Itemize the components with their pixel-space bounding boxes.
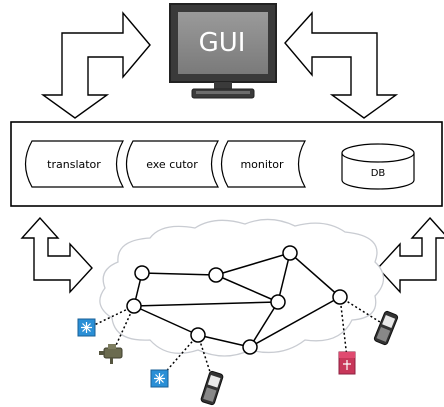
- translator-module: [24, 140, 125, 188]
- network-node: [208, 267, 224, 283]
- device-links: [87, 296, 381, 379]
- database-label: DB: [371, 168, 386, 179]
- left-top-double-arrow: [40, 11, 151, 119]
- camera-icon: [99, 344, 123, 364]
- monitor-icon: [169, 3, 277, 99]
- gui-label: GUI: [199, 28, 246, 58]
- network-switch-icon: [150, 369, 169, 388]
- mobile-phone-icon: [373, 310, 399, 346]
- router-icon: [338, 351, 356, 375]
- translator-label: translator: [47, 158, 101, 171]
- network-node: [332, 289, 348, 305]
- network-switch-icon: [77, 318, 96, 337]
- left-bottom-double-arrow: [20, 216, 93, 294]
- network-nodes: [126, 245, 348, 355]
- executor-label: exe cutor: [146, 158, 198, 171]
- right-bottom-double-arrow: [377, 216, 444, 294]
- network-node: [270, 294, 286, 310]
- network-node: [190, 327, 206, 343]
- network-node: [242, 339, 258, 355]
- mobile-phone-icon: [200, 370, 224, 406]
- network-node: [134, 265, 150, 281]
- network-node: [282, 245, 298, 261]
- right-top-double-arrow: [284, 11, 399, 119]
- network-node: [126, 298, 142, 314]
- monitor-label: monitor: [240, 158, 284, 171]
- database-icon: [341, 143, 415, 190]
- executor-module: [125, 140, 220, 188]
- network-cloud: [99, 218, 385, 357]
- monitor-module: [220, 140, 307, 188]
